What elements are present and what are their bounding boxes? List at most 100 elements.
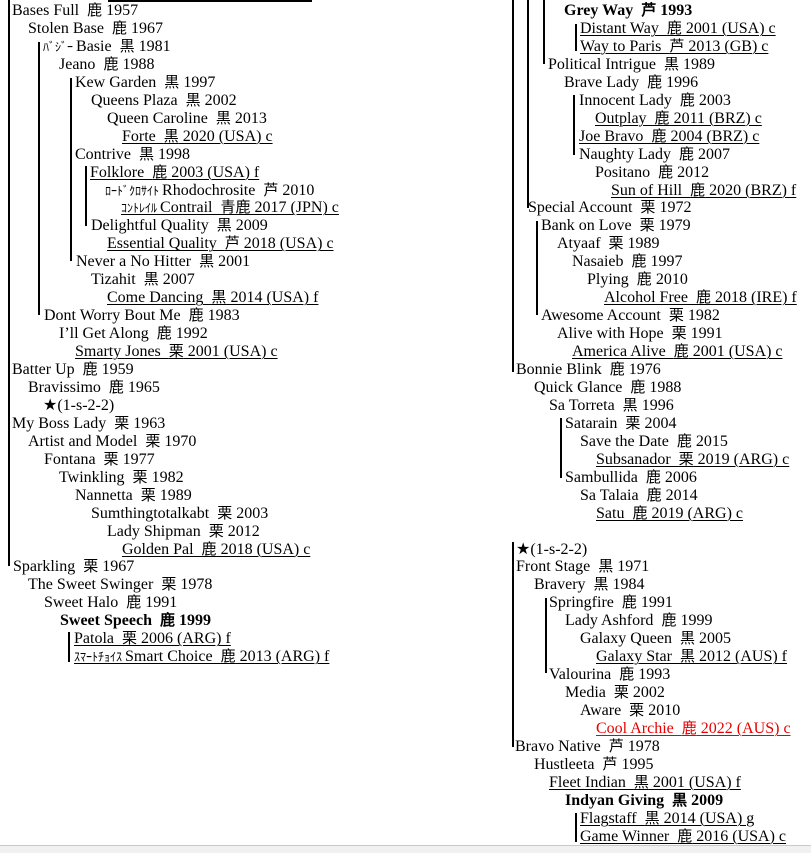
pedigree-entry[interactable]: Sun of Hill 鹿 2020 (BRZ) f: [611, 182, 796, 200]
coat-color-kanji: 鹿: [651, 128, 667, 145]
horse-label: Stolen Base 鹿 1967: [28, 19, 164, 37]
coat-color-kanji: 栗: [608, 236, 624, 253]
pedigree-entry: Sa Talaia 鹿 2014: [580, 487, 698, 505]
coat-color-kanji: 鹿: [661, 613, 677, 630]
horse-link[interactable]: Patola 栗 2006 (ARG) f: [74, 630, 231, 648]
coat-color-kanji: 鹿: [681, 721, 697, 737]
horse-link[interactable]: Subsanador 栗 2019 (ARG) c: [596, 450, 790, 468]
pedigree-entry[interactable]: Come Dancing 黒 2014 (USA) f: [107, 289, 318, 307]
pedigree-entry[interactable]: Outplay 鹿 2011 (BRZ) c: [595, 110, 762, 128]
coat-color-kanji: 栗: [140, 487, 156, 504]
coat-color-kanji: 栗: [613, 685, 629, 702]
horse-link[interactable]: Forte 黒 2020 (USA) c: [122, 127, 273, 145]
horse-link[interactable]: Golden Pal 鹿 2018 (USA) c: [122, 540, 311, 558]
horse-label: Front Stage 黒 1971: [516, 558, 650, 576]
horse-label: Innocent Lady 鹿 2003: [579, 91, 731, 109]
coat-color-kanji: 鹿: [82, 362, 98, 378]
horse-link[interactable]: Fleet Indian 黒 2001 (USA) f: [549, 773, 741, 791]
horse-link[interactable]: Outplay 鹿 2011 (BRZ) c: [595, 109, 762, 127]
pedigree-entry[interactable]: Fleet Indian 黒 2001 (USA) f: [549, 774, 741, 792]
horse-link[interactable]: Alcohol Free 鹿 2018 (IRE) f: [604, 289, 797, 307]
horse-label: Bravo Native 芦 1978: [515, 737, 660, 755]
pedigree-entry[interactable]: Patola 栗 2006 (ARG) f: [74, 630, 231, 648]
pedigree-entry: Alive with Hope 栗 1991: [557, 325, 723, 343]
pedigree-entry[interactable]: Subsanador 栗 2019 (ARG) c: [596, 451, 789, 469]
pedigree-entry: Political Intrigue 黒 1989: [548, 56, 715, 74]
pedigree-entry[interactable]: Joe Bravo 鹿 2004 (BRZ) c: [579, 128, 759, 146]
horse-label: Kew Garden 黒 1997: [75, 73, 216, 91]
pedigree-entry[interactable]: Folklore 鹿 2003 (USA) f: [90, 164, 259, 182]
pedigree-entry[interactable]: Satu 鹿 2019 (ARG) c: [596, 505, 743, 523]
horse-link[interactable]: Come Dancing 黒 2014 (USA) f: [107, 289, 319, 307]
pedigree-entry[interactable]: Distant Way 鹿 2001 (USA) c: [580, 20, 776, 38]
pedigree-entry[interactable]: ｽﾏｰﾄﾁｮｲｽ Smart Choice 鹿 2013 (ARG) f: [74, 648, 329, 666]
horse-link[interactable]: Essential Quality 芦 2018 (USA) c: [107, 235, 334, 253]
coat-color-kanji: 栗: [625, 415, 641, 432]
coat-color-kanji: 栗: [132, 469, 148, 486]
pedigree-entry[interactable]: Way to Paris 芦 2013 (GB) c: [580, 38, 768, 56]
pedigree-entry[interactable]: America Alive 鹿 2001 (USA) c: [572, 343, 783, 361]
horse-label: Queens Plaza 黒 2002: [91, 91, 237, 109]
pedigree-entry: Never a No Hitter 黒 2001: [76, 253, 250, 271]
horse-label: Indyan Giving 黒 2009: [565, 791, 724, 809]
pedigree-entry[interactable]: Golden Pal 鹿 2018 (USA) c: [122, 541, 310, 559]
pedigree-entry: Atyaaf 栗 1989: [557, 235, 660, 253]
pedigree-entry[interactable]: Galaxy Star 黒 2012 (AUS) f: [596, 648, 787, 666]
horse-label: Bonnie Blink 鹿 1976: [516, 361, 661, 378]
horse-label: ★(1-s-2-2): [516, 540, 588, 558]
horse-link[interactable]: Cool Archie 鹿 2022 (AUS) c: [596, 720, 791, 737]
horse-label: Sambullida 鹿 2006: [565, 468, 697, 486]
coat-color-kanji: 鹿: [679, 92, 695, 109]
horse-link[interactable]: America Alive 鹿 2001 (USA) c: [572, 343, 783, 361]
horse-link[interactable]: Smarty Jones 栗 2001 (USA) c: [75, 343, 278, 361]
coat-color-kanji: 黒: [143, 272, 159, 289]
horse-link[interactable]: Joe Bravo 鹿 2004 (BRZ) c: [579, 127, 760, 145]
horse-link[interactable]: Satu 鹿 2019 (ARG) c: [596, 504, 744, 522]
horse-link[interactable]: Folklore 鹿 2003 (USA) f: [90, 163, 260, 181]
horse-link[interactable]: Flagstaff 黒 2014 (USA) g: [580, 809, 755, 827]
horse-label: Atyaaf 栗 1989: [557, 235, 660, 253]
coat-color-kanji: 鹿: [676, 433, 692, 450]
coat-color-kanji: 鹿: [631, 254, 647, 271]
horse-name-kana: ｽﾏｰﾄﾁｮｲｽ: [74, 650, 126, 665]
horse-label: Sumthingtotalkabt 栗 2003: [91, 504, 269, 522]
horse-link[interactable]: Sun of Hill 鹿 2020 (BRZ) f: [611, 181, 797, 199]
horse-label: Nasaieb 鹿 1997: [572, 253, 683, 271]
pedigree-entry[interactable]: Cool Archie 鹿 2022 (AUS) c: [596, 720, 791, 738]
pedigree-entry: Aware 栗 2010: [580, 702, 680, 720]
horse-link[interactable]: Game Winner 鹿 2016 (USA) c: [580, 827, 787, 845]
tree-connector-line: [543, 0, 545, 64]
coat-color-kanji: 栗: [83, 559, 99, 576]
coat-color-kanji: 芦: [641, 3, 657, 19]
coat-color-kanji: 栗: [671, 326, 687, 343]
pedigree-entry[interactable]: Smarty Jones 栗 2001 (USA) c: [75, 343, 278, 361]
pedigree-entry[interactable]: Essential Quality 芦 2018 (USA) c: [107, 235, 334, 253]
coat-color-kanji: 鹿: [647, 74, 663, 91]
horse-link[interactable]: ｽﾏｰﾄﾁｮｲｽ Smart Choice 鹿 2013 (ARG) f: [74, 648, 330, 666]
pedigree-entry[interactable]: ｺﾝﾄﾚｲﾙ Contrail 青鹿 2017 (JPN) c: [121, 199, 339, 217]
horse-link[interactable]: Way to Paris 芦 2013 (GB) c: [580, 37, 769, 55]
coat-color-kanji: 黒: [598, 559, 614, 576]
pedigree-entry[interactable]: Game Winner 鹿 2016 (USA) c: [580, 828, 786, 846]
pedigree-entry: Queens Plaza 黒 2002: [91, 92, 237, 110]
horse-link[interactable]: ｺﾝﾄﾚｲﾙ Contrail 青鹿 2017 (JPN) c: [121, 199, 339, 217]
pedigree-entry[interactable]: Flagstaff 黒 2014 (USA) g: [580, 810, 754, 828]
pedigree-entry: Sa Torreta 黒 1996: [549, 397, 674, 415]
pedigree-entry: Batter Up 鹿 1959: [12, 361, 134, 379]
horse-link[interactable]: Distant Way 鹿 2001 (USA) c: [580, 19, 776, 37]
coat-color-kanji: 鹿: [658, 164, 674, 181]
pedigree-entry: Awesome Account 栗 1982: [541, 307, 720, 325]
tree-connector-line: [545, 598, 547, 673]
pedigree-entry: My Boss Lady 栗 1963: [12, 415, 165, 433]
pedigree-entry: Lady Ashford 鹿 1999: [565, 612, 712, 630]
pedigree-entry[interactable]: Forte 黒 2020 (USA) c: [122, 128, 273, 146]
coat-color-kanji: 芦: [263, 182, 279, 199]
tree-connector-line: [85, 166, 87, 226]
coat-color-kanji: 鹿: [87, 3, 103, 19]
coat-color-kanji: 黒: [633, 774, 649, 791]
pedigree-entry: Bonnie Blink 鹿 1976: [516, 361, 661, 379]
horse-link[interactable]: Galaxy Star 黒 2012 (AUS) f: [596, 648, 787, 666]
pedigree-entry: Brave Lady 鹿 1996: [564, 74, 698, 92]
pedigree-entry[interactable]: Alcohol Free 鹿 2018 (IRE) f: [604, 289, 797, 307]
horse-label: Springfire 鹿 1991: [549, 594, 673, 612]
